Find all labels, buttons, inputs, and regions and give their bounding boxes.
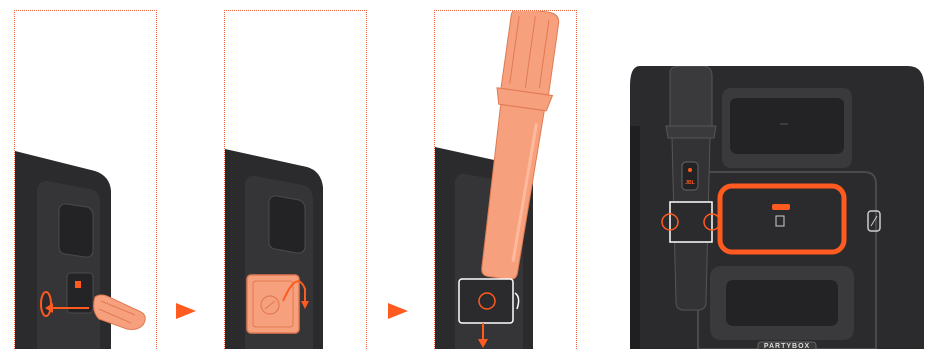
next-arrow-2 (388, 303, 408, 319)
step-2-panel (224, 10, 367, 349)
mic-logo: JBL (681, 180, 699, 186)
step-2-illustration (225, 11, 367, 349)
step-1-panel (14, 10, 157, 349)
step-3-illustration (435, 11, 577, 349)
step-3-panel (434, 10, 577, 349)
next-arrow-1 (176, 303, 196, 319)
step-4-illustration: PARTYBOX JBL (630, 66, 928, 349)
step-1-illustration (15, 11, 157, 349)
